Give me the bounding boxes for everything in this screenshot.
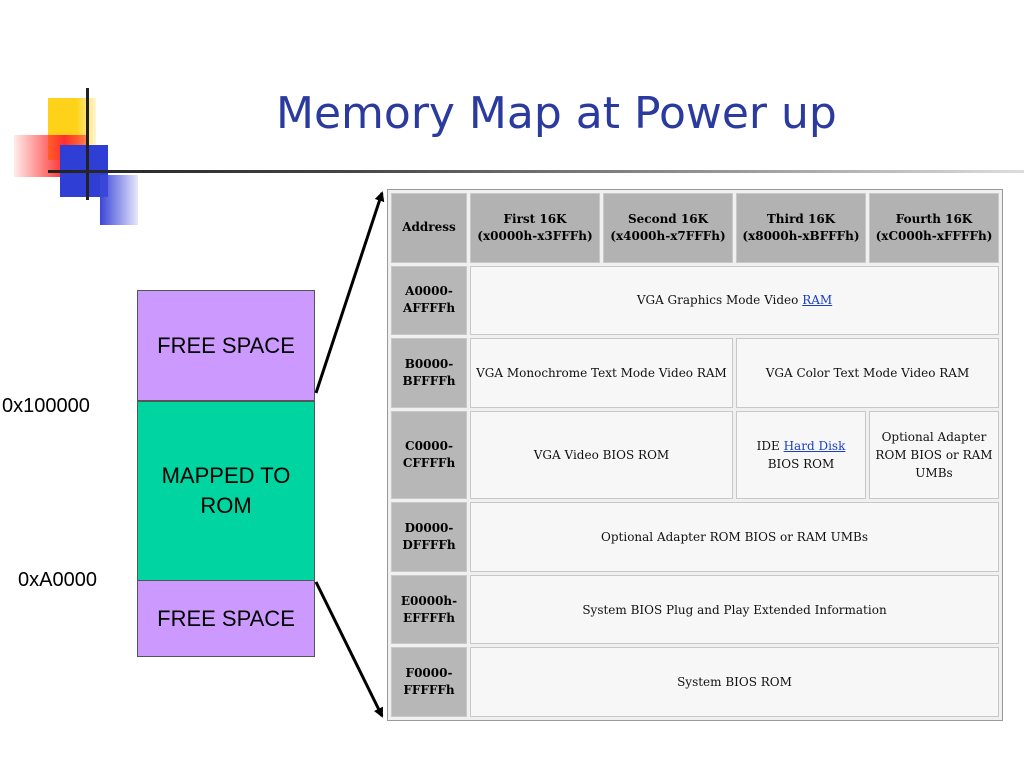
address-cell-d: D0000-DFFFFh	[391, 502, 467, 572]
table-row: A0000-AFFFFh VGA Graphics Mode Video RAM	[391, 265, 999, 335]
free-space-lower-block: FREE SPACE	[137, 580, 315, 657]
table-row: C0000-CFFFFh VGA Video BIOS ROM IDE Hard…	[391, 410, 999, 500]
table-row: E0000h-EFFFFh System BIOS Plug and Play …	[391, 574, 999, 645]
bios-pnp-cell: System BIOS Plug and Play Extended Infor…	[470, 574, 999, 645]
header-third-16k: Third 16K(x8000h-xBFFFh)	[736, 193, 866, 263]
mapped-to-rom-block: MAPPED TO ROM	[137, 401, 315, 581]
slide-title: Memory Map at Power up	[276, 88, 837, 139]
vga-bios-cell: VGA Video BIOS ROM	[470, 410, 733, 500]
logo-vertical-line	[86, 88, 89, 200]
address-cell-a: A0000-AFFFFh	[391, 265, 467, 335]
address-cell-b: B0000-BFFFFh	[391, 338, 467, 408]
logo-blue-fade-square	[100, 175, 138, 225]
vga-graphics-cell: VGA Graphics Mode Video RAM	[470, 265, 999, 335]
hard-disk-link[interactable]: Hard Disk	[783, 438, 846, 453]
table-row: D0000-DFFFFh Optional Adapter ROM BIOS o…	[391, 502, 999, 572]
memory-map-table: Address First 16K(x0000h-x3FFFh) Second …	[387, 189, 1003, 721]
free-space-upper-block: FREE SPACE	[137, 290, 315, 401]
system-bios-rom-cell: System BIOS ROM	[470, 647, 999, 717]
title-underline	[48, 170, 1024, 173]
optional-adapter-umb-cell: Optional Adapter ROM BIOS or RAM UMBs	[470, 502, 999, 572]
address-cell-c: C0000-CFFFFh	[391, 410, 467, 500]
arrow-to-table-top	[314, 191, 385, 394]
table-row: F0000-FFFFFh System BIOS ROM	[391, 647, 999, 717]
address-cell-e: E0000h-EFFFFh	[391, 574, 467, 645]
table-row: B0000-BFFFFh VGA Monochrome Text Mode Vi…	[391, 338, 999, 408]
vga-color-text-cell: VGA Color Text Mode Video RAM	[736, 338, 999, 408]
header-first-16k: First 16K(x0000h-x3FFFh)	[470, 193, 600, 263]
address-cell-f: F0000-FFFFFh	[391, 647, 467, 717]
vga-mono-text-cell: VGA Monochrome Text Mode Video RAM	[470, 338, 733, 408]
ram-link[interactable]: RAM	[802, 293, 833, 308]
header-address: Address	[391, 193, 467, 263]
arrow-to-table-bottom	[314, 581, 384, 718]
header-fourth-16k: Fourth 16K(xC000h-xFFFFh)	[869, 193, 999, 263]
boundary-label-lower: 0xA0000	[18, 569, 97, 591]
header-second-16k: Second 16K(x4000h-x7FFFh)	[603, 193, 733, 263]
table-header-row: Address First 16K(x0000h-x3FFFh) Second …	[391, 193, 999, 263]
optional-adapter-cell: Optional Adapter ROM BIOS or RAM UMBs	[869, 410, 999, 500]
boundary-label-upper: 0x100000	[2, 395, 90, 417]
